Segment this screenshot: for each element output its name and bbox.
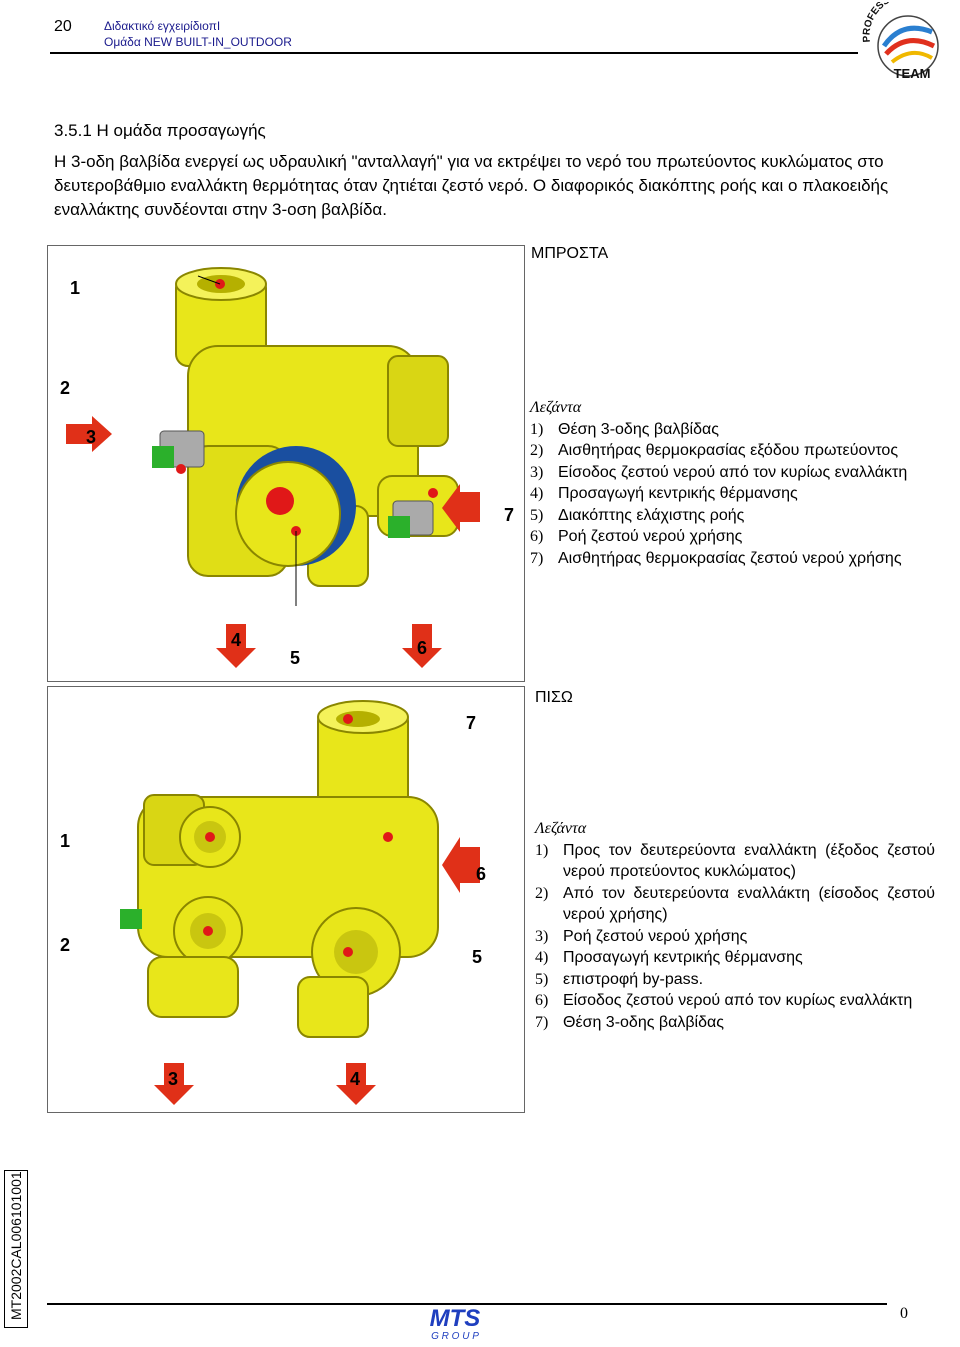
legend-item: 4)Προσαγωγή κεντρικής θέρμανσης <box>535 949 803 966</box>
valve-front-illustration <box>152 267 459 587</box>
callout-5: 5 <box>290 648 300 668</box>
mts-logo-text: MTS <box>430 1305 481 1332</box>
callout-4: 4 <box>231 630 241 650</box>
callout-3: 3 <box>168 1069 178 1089</box>
legend-item: 3)Ροή ζεστού νερού χρήσης <box>535 927 748 945</box>
callout-6: 6 <box>476 864 486 884</box>
professional-team-logo: PROFESSIONAL TEAM <box>862 2 939 81</box>
valve-back-illustration <box>120 700 439 1038</box>
legend-item: 1)Θέση 3-οδης βαλβίδας <box>530 420 719 438</box>
front-view-picture: 1 2 3 7 4 5 6 <box>47 245 525 682</box>
back-view-title: ΠΙΣΩ <box>535 689 573 706</box>
legend-item: 7)Αισθητήρας θερμοκρασίας ζεστού νερού χ… <box>530 549 902 567</box>
side-document-code: MT2002CAL006101001 <box>4 1170 28 1328</box>
intro-paragraph: Η 3-οδη βαλβίδα ενεργεί ως υδραυλική "αν… <box>54 152 889 219</box>
legend-item: 7)Θέση 3-οδης βαλβίδας <box>535 1013 724 1031</box>
callout-1: 1 <box>70 278 80 298</box>
mts-logo-group-text: G R O U P <box>431 1331 479 1342</box>
callout-3: 3 <box>86 427 96 447</box>
footer-rule <box>47 1303 887 1305</box>
legend-label: Λεζάντα <box>530 399 582 416</box>
doc-title: Διδακτικό εγχειρίδιοπΙ <box>104 19 221 33</box>
front-legend: Λεζάντα 1)Θέση 3-οδης βαλβίδας 2)Αισθητή… <box>530 397 930 569</box>
callout-2: 2 <box>60 935 70 955</box>
back-legend: Λεζάντα 1)Προς τον δευτερεύοντα εναλλάκτ… <box>535 818 935 1033</box>
legend-item: 5)επιστροφή by-pass. <box>535 970 704 988</box>
arrow-down-icon <box>216 624 256 668</box>
callout-6: 6 <box>417 638 427 658</box>
arrow-down-icon <box>336 1063 376 1105</box>
logo-bottom-text: TEAM <box>894 66 931 81</box>
callout-7: 7 <box>504 505 514 525</box>
callout-1: 1 <box>60 831 70 851</box>
footer-page-number: 0 <box>900 1305 908 1322</box>
back-view-picture: 7 1 6 2 5 3 4 <box>47 686 525 1113</box>
legend-item: 6)Είσοδος ζεστού νερού από τον κυρίως εν… <box>535 992 913 1009</box>
section-heading: 3.5.1 Η ομάδα προσαγωγής <box>54 121 266 140</box>
legend-item: 3)Είσοδος ζεστού νερού από τον κυρίως εν… <box>530 463 908 481</box>
callout-5: 5 <box>472 947 482 967</box>
arrow-down-icon <box>154 1063 194 1105</box>
legend-item: 2)Από τον δευτερεύοντα εναλλάκτη (είσοδο… <box>535 884 935 924</box>
page-number: 20 <box>54 18 72 35</box>
callout-7: 7 <box>466 713 476 733</box>
callout-4: 4 <box>350 1069 360 1089</box>
header-rule <box>50 52 858 54</box>
arrow-right-icon <box>66 416 112 452</box>
front-view-title: ΜΠΡΟΣΤΑ <box>531 245 609 262</box>
arrow-left-icon <box>442 837 480 893</box>
legend-item: 5)Διακόπτης ελάχιστης ροής <box>530 506 745 524</box>
mts-group-logo: MTS G R O U P <box>430 1305 481 1342</box>
legend-item: 6)Ροή ζεστού νερού χρήσης <box>530 528 743 545</box>
legend-label: Λεζάντα <box>535 820 587 837</box>
doc-subtitle: Ομάδα NEW BUILT-IN_OUTDOOR <box>104 35 292 49</box>
legend-item: 1)Προς τον δευτερεύοντα εναλλάκτη (έξοδο… <box>535 841 935 881</box>
legend-item: 2)Αισθητήρας θερμοκρασίας εξόδου πρωτεύο… <box>530 442 899 459</box>
callout-2: 2 <box>60 378 70 398</box>
arrow-left-icon <box>442 484 480 532</box>
side-code-text: MT2002CAL006101001 <box>8 1171 24 1320</box>
arrow-down-icon <box>402 624 442 668</box>
legend-item: 4)Προσαγωγή κεντρικής θέρμανσης <box>530 485 798 502</box>
